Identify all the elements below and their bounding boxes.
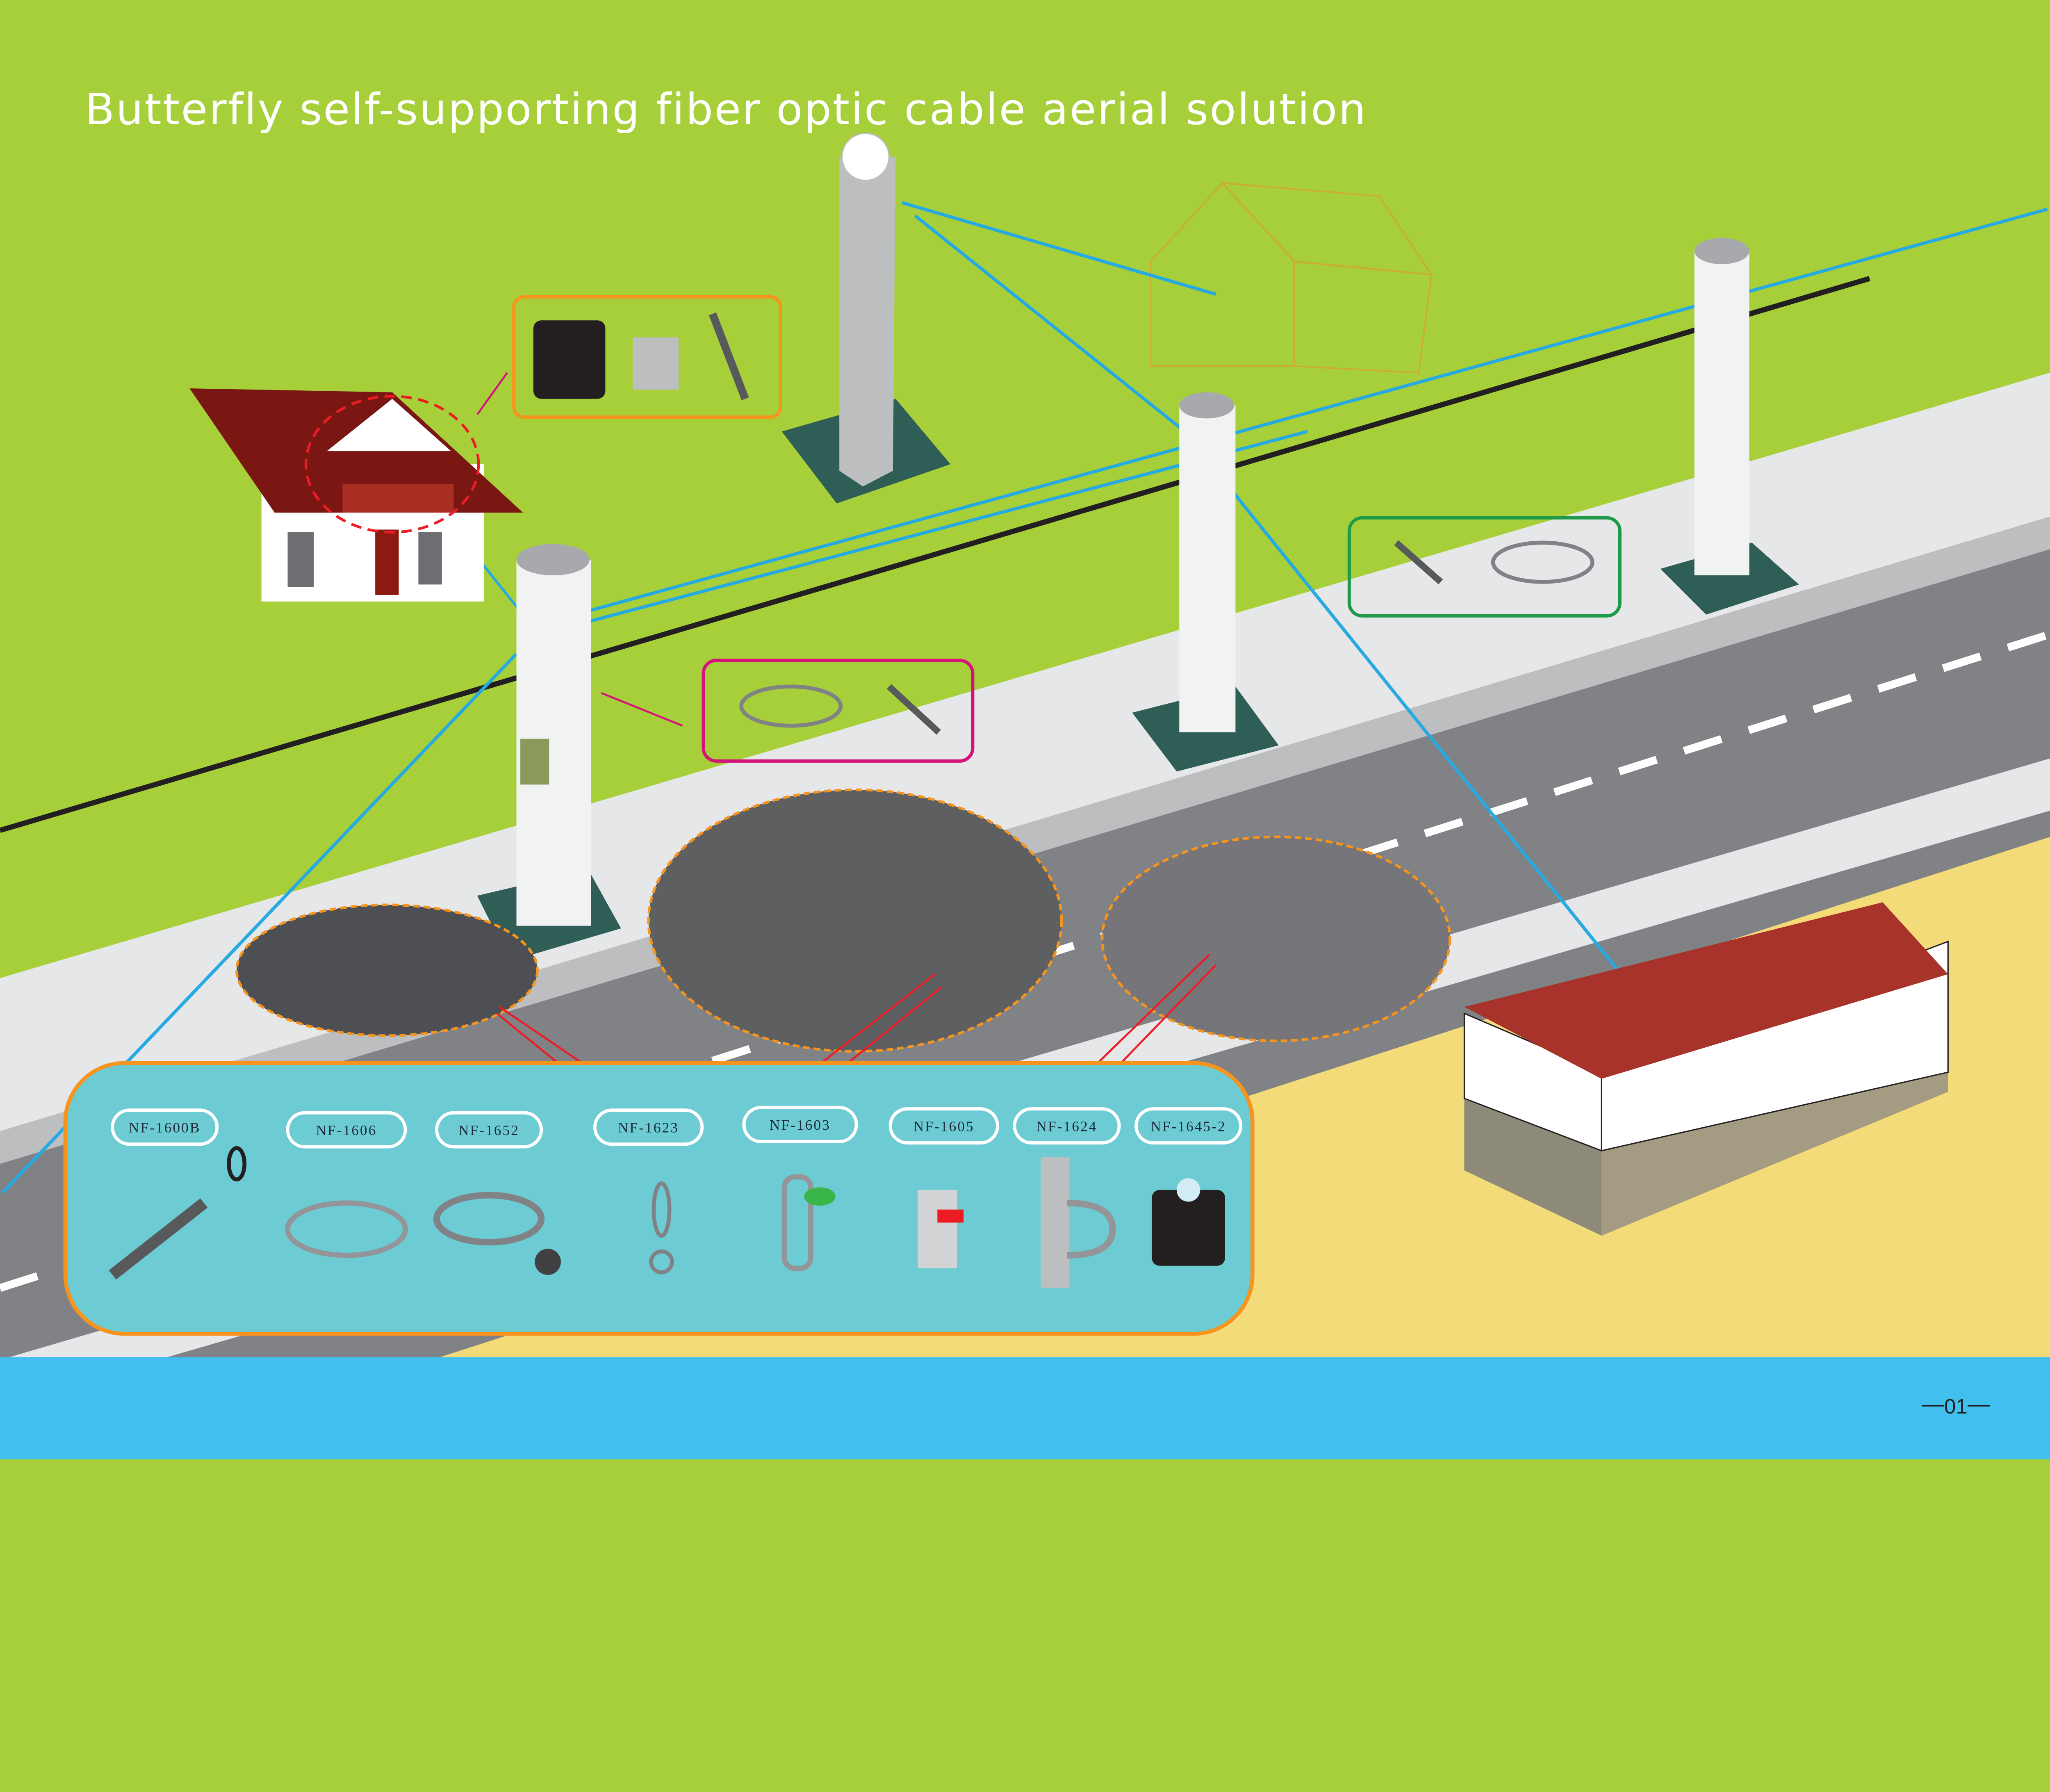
product-code: NF-1645-2: [1150, 1118, 1226, 1134]
tension-clamp-icon: [886, 684, 941, 735]
page-title: Butterfly self-supporting fiber optic ca…: [85, 84, 1367, 135]
product-label-badge: [435, 1111, 543, 1149]
product-code: NF-1606: [316, 1122, 377, 1138]
wall-bracket-icon: [633, 337, 679, 390]
product-panel: [63, 1061, 1255, 1336]
product-label-badge: [593, 1108, 704, 1146]
product-item: NF-1645-2: [1134, 1107, 1243, 1266]
pole-3: [1132, 392, 1279, 772]
product-label-badge: [286, 1111, 407, 1149]
product-item: NF-1624: [1013, 1107, 1121, 1288]
product-item: NF-1603: [742, 1106, 858, 1271]
detail-photo-2: [647, 788, 1063, 1053]
product-label-badge: [111, 1108, 219, 1146]
hook-bracket-icon: [1041, 1157, 1116, 1288]
cables: [0, 201, 2048, 1194]
product-code: NF-1605: [913, 1118, 975, 1134]
pole-band-ring-icon: [285, 1200, 408, 1258]
product-label-badge: [1134, 1107, 1243, 1145]
product-item: NF-1623: [593, 1108, 704, 1274]
product-label-badge: [1013, 1107, 1121, 1145]
wireframe-house: [1150, 182, 1433, 374]
product-list: NF-1600B NF-1606 NF-1652 NF-1623 NF-1603 NF-1…: [109, 1106, 1243, 1288]
cable-clip-icon: [1152, 1178, 1225, 1266]
product-code: NF-1652: [458, 1122, 519, 1138]
product-code: NF-1624: [1036, 1118, 1098, 1134]
page-number: 01: [1922, 1395, 1990, 1418]
tension-clamp-icon: [708, 312, 749, 401]
left-house: [189, 388, 523, 602]
callout-frame-green: [1347, 516, 1622, 618]
callout-arrow: [476, 372, 508, 415]
tension-clamp-icon: [1394, 540, 1443, 584]
pole-band-ring-icon: [1491, 540, 1594, 584]
product-label-badge: [888, 1107, 1000, 1145]
hose-clamp-bracket-icon: [433, 1192, 561, 1275]
cable-clip-icon: [533, 320, 606, 399]
product-code: NF-1600B: [129, 1119, 201, 1135]
detail-photo-1: [235, 903, 539, 1037]
pole-band-ring-icon: [739, 684, 843, 728]
product-item: NF-1606: [285, 1111, 408, 1258]
product-code: NF-1603: [770, 1117, 831, 1133]
pole-2: [781, 132, 951, 504]
pole-4: [1660, 238, 1799, 615]
suspension-clamp-icon: [781, 1174, 836, 1271]
product-label-badge: [742, 1106, 858, 1143]
product-item: NF-1605: [888, 1107, 1000, 1269]
tension-clamp-icon: [109, 1146, 247, 1280]
product-item: NF-1652: [433, 1111, 561, 1275]
product-item: NF-1600B: [109, 1108, 247, 1280]
footer-band: [0, 1357, 2050, 1459]
right-house: [1463, 902, 1949, 1236]
wall-bracket-icon: [918, 1190, 964, 1269]
callout-frame-magenta: [702, 659, 975, 763]
detail-photo-3: [1100, 835, 1451, 1042]
solution-diagram: Butterfly self-supporting fiber optic ca…: [0, 84, 2050, 1459]
product-code: NF-1623: [618, 1119, 679, 1135]
callout-arrow: [601, 692, 683, 727]
eye-hook-icon: [649, 1181, 674, 1274]
callout-frame-orange: [512, 295, 782, 419]
svg-text:01: 01: [1944, 1395, 1968, 1418]
distribution-box: [520, 739, 549, 785]
